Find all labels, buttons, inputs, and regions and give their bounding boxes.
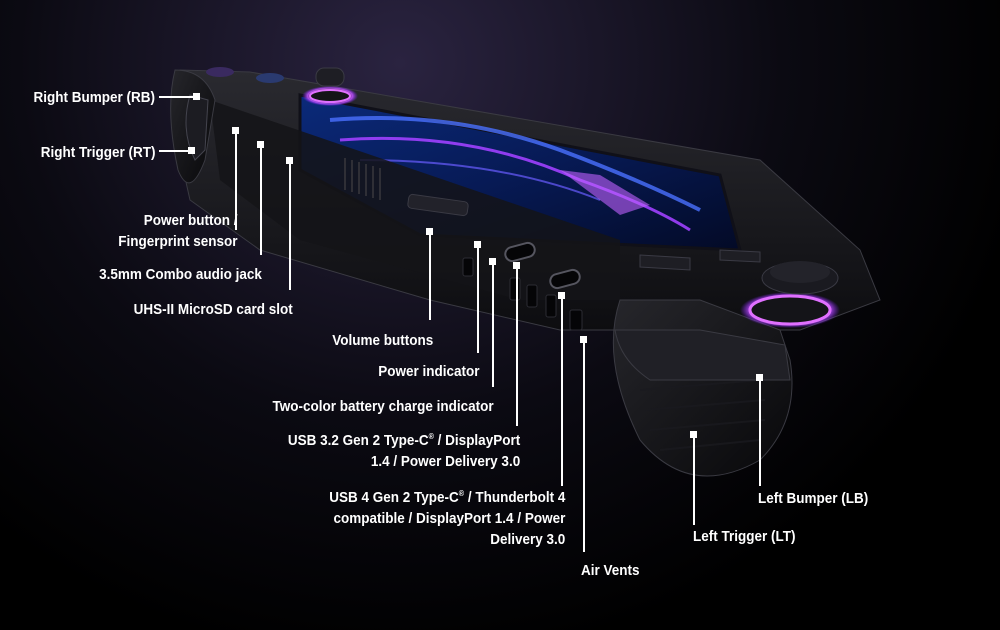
right-trigger	[185, 94, 209, 161]
callout-dot-power-indicator	[474, 241, 481, 248]
callout-dot-audio	[257, 141, 264, 148]
usb-port-2	[549, 268, 581, 290]
callout-dot-battery	[489, 258, 496, 265]
callout-dot-rt	[188, 147, 195, 154]
label-right-bumper: Right Bumper (RB)	[33, 89, 156, 106]
usb-port-1	[504, 241, 536, 263]
callout-dot-volume	[426, 228, 433, 235]
label-usb32: USB 3.2 Gen 2 Type-C® / DisplayPort 1.4 …	[287, 432, 520, 470]
callout-dot-lb	[756, 374, 763, 381]
label-left-trigger: Left Trigger (LT)	[693, 528, 796, 545]
label-usb4: USB 4 Gen 2 Type-C® / Thunderbolt 4 comp…	[328, 489, 565, 548]
volume-rocker	[407, 193, 469, 217]
left-bumper	[614, 329, 791, 381]
label-audio-jack: 3.5mm Combo audio jack	[99, 266, 262, 283]
label-power-indicator: Power indicator	[378, 363, 480, 380]
callout-dot-lt	[690, 431, 697, 438]
label-volume-buttons: Volume buttons	[332, 332, 433, 349]
callout-dot-sd	[286, 157, 293, 164]
callout-dot-power	[232, 127, 239, 134]
label-air-vents: Air Vents	[581, 562, 640, 579]
label-left-bumper: Left Bumper (LB)	[758, 490, 869, 507]
left-grip	[612, 299, 793, 477]
callout-dot-rb	[193, 93, 200, 100]
label-battery-indicator: Two-color battery charge indicator	[272, 398, 494, 415]
label-sd-slot: UHS-II MicroSD card slot	[133, 301, 293, 318]
label-right-trigger: Right Trigger (RT)	[40, 144, 155, 161]
callout-dot-usb32	[513, 262, 520, 269]
label-power-button: Power button / Fingerprint sensor	[118, 212, 238, 250]
callout-dot-usb4	[558, 292, 565, 299]
callout-dot-vents	[580, 336, 587, 343]
